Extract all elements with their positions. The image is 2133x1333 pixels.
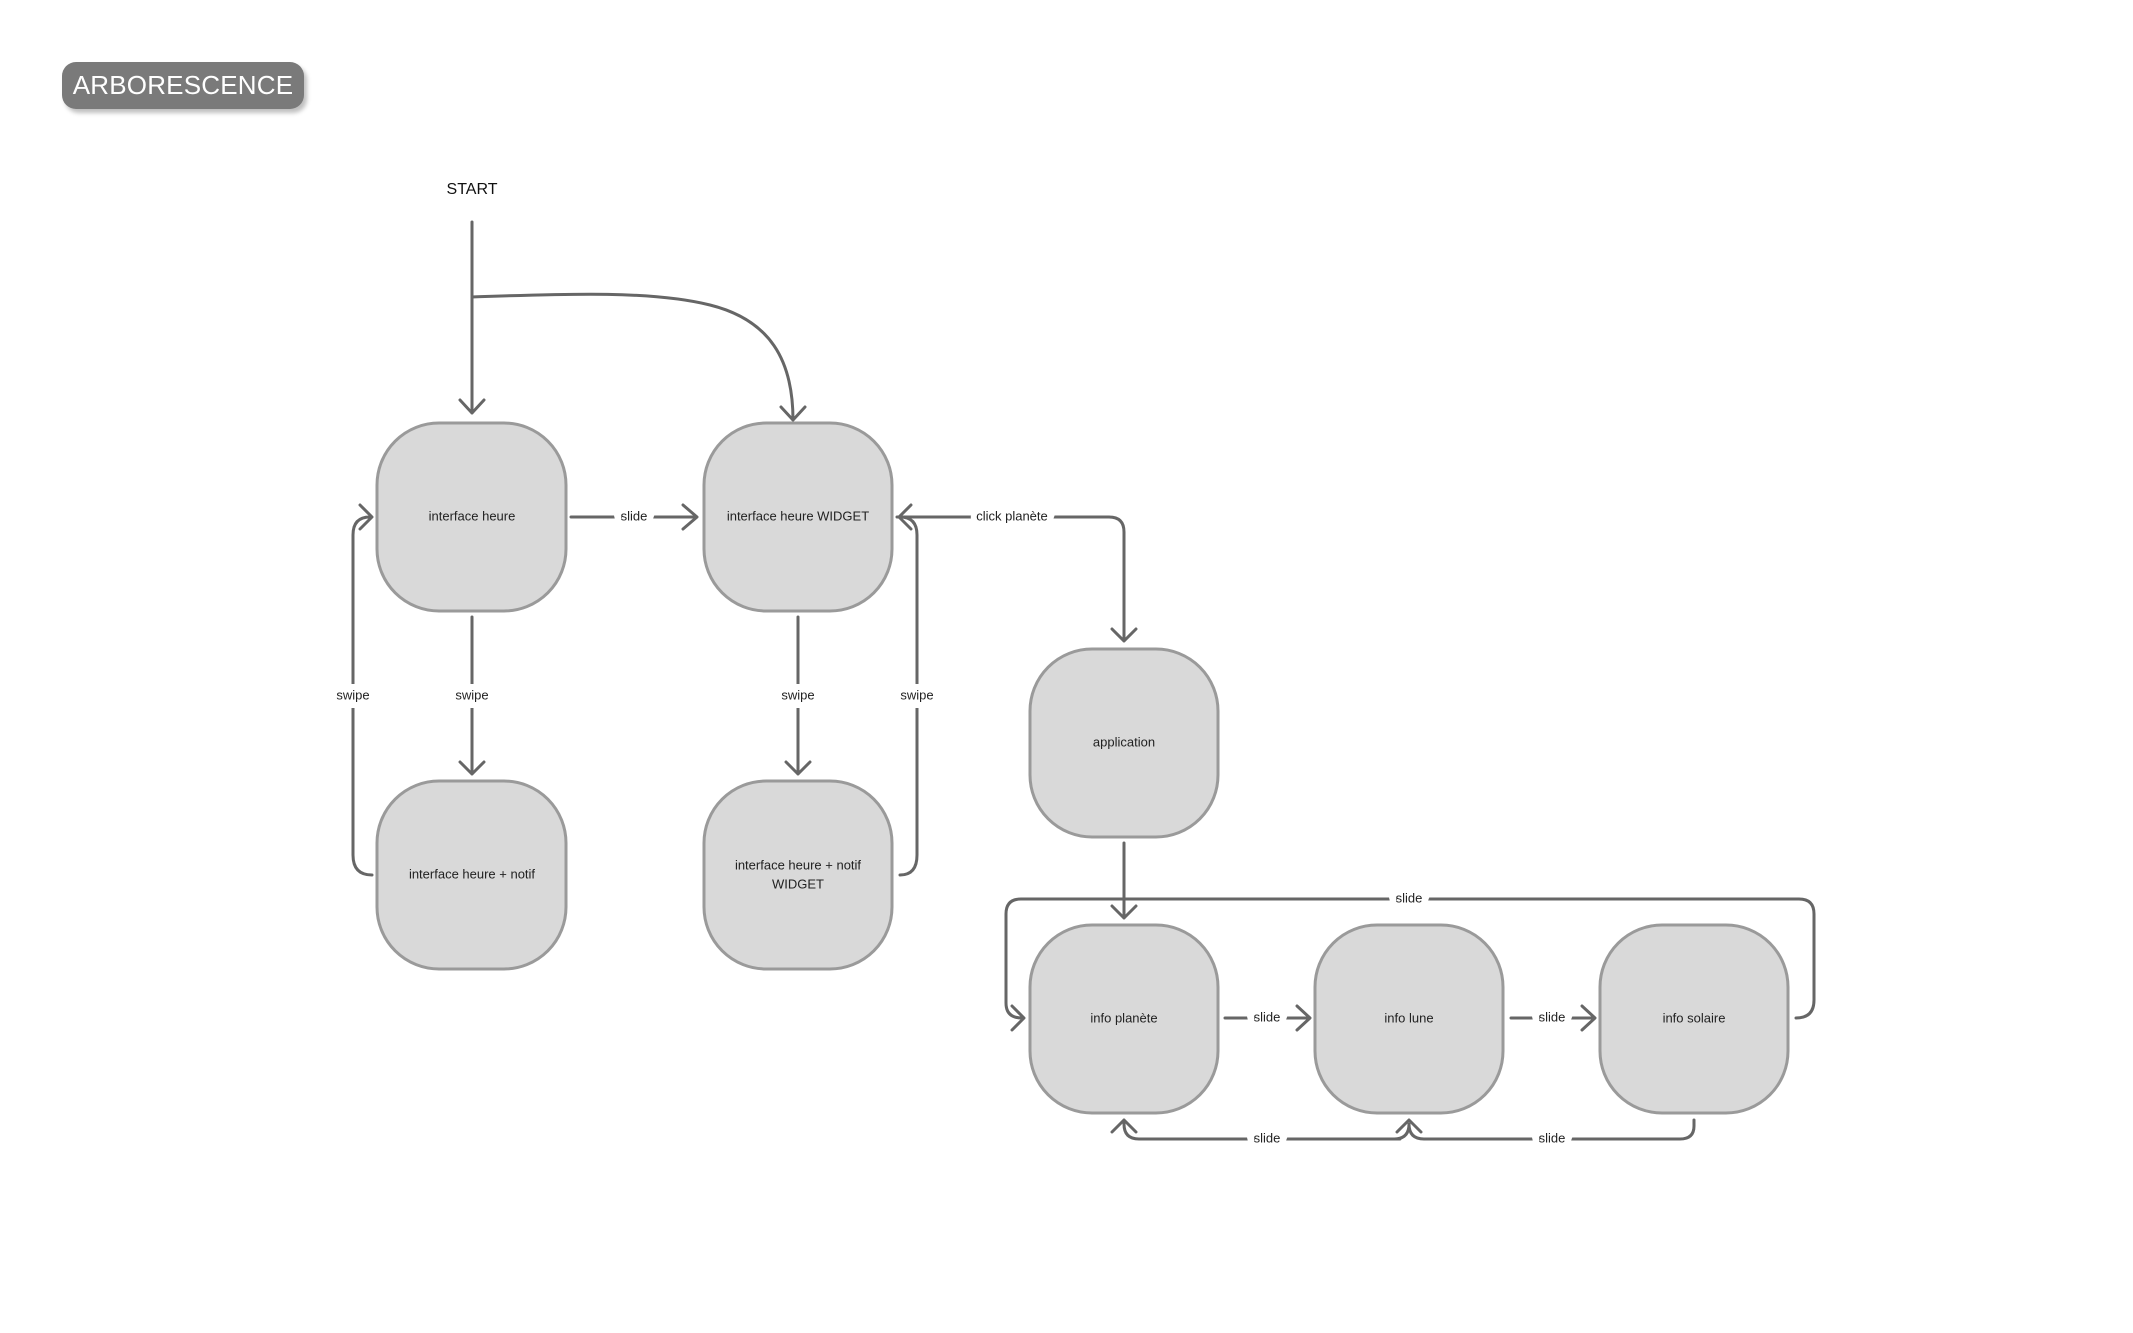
node-label: interface heure WIDGET — [727, 508, 869, 523]
edge-lune-to-planete: slide — [1110, 1118, 1402, 1151]
edge-notif-widget-to-widget: swipe — [894, 515, 940, 877]
edge-application-to-planete — [1110, 841, 1138, 920]
node-label: info solaire — [1663, 1010, 1726, 1025]
node-label: interface heure + notif — [735, 857, 861, 872]
edge-planete-to-lune: slide — [1223, 1003, 1312, 1032]
edge-label: slide — [621, 508, 648, 523]
node-application[interactable]: application — [1028, 647, 1220, 839]
edge-start-to-heure — [458, 220, 486, 415]
edge-notif-to-heure: swipe — [330, 503, 376, 877]
edge-label: swipe — [455, 687, 488, 702]
edge-label: slide — [1539, 1130, 1566, 1145]
node-interface-heure-notif-widget[interactable]: interface heure + notif WIDGET — [702, 779, 894, 971]
edge-solaire-to-lune: slide — [1392, 1118, 1696, 1151]
edge-label: slide — [1254, 1130, 1281, 1145]
edge-label: swipe — [900, 687, 933, 702]
edge-label: slide — [1539, 1009, 1566, 1024]
node-label: info planète — [1090, 1010, 1157, 1025]
node-info-lune[interactable]: info lune — [1313, 923, 1505, 1115]
title-badge: ARBORESCENCE — [62, 62, 304, 109]
edge-label: click planète — [976, 508, 1048, 523]
node-label: interface heure — [429, 508, 516, 523]
node-interface-heure-notif[interactable]: interface heure + notif — [375, 779, 568, 971]
edge-widget-to-notif-widget: swipe — [775, 615, 821, 776]
node-interface-heure[interactable]: interface heure — [375, 421, 568, 613]
start-label: START — [447, 181, 498, 198]
edge-lune-to-solaire: slide — [1509, 1003, 1597, 1032]
node-label: WIDGET — [772, 876, 824, 891]
edge-start-to-widget — [470, 292, 807, 422]
node-label: interface heure + notif — [409, 866, 535, 881]
edge-heure-to-notif: swipe — [449, 615, 495, 776]
node-label: info lune — [1384, 1010, 1433, 1025]
edge-label: swipe — [781, 687, 814, 702]
node-interface-heure-widget[interactable]: interface heure WIDGET — [702, 421, 894, 613]
edge-widget-to-application: click planète — [895, 502, 1138, 643]
edge-label: slide — [1396, 890, 1423, 905]
node-info-planete[interactable]: info planète — [1028, 923, 1220, 1115]
edge-heure-to-widget: slide — [569, 502, 699, 531]
edge-label: slide — [1254, 1009, 1281, 1024]
node-info-solaire[interactable]: info solaire — [1598, 923, 1790, 1115]
node-label: application — [1093, 734, 1155, 749]
edge-label: swipe — [336, 687, 369, 702]
